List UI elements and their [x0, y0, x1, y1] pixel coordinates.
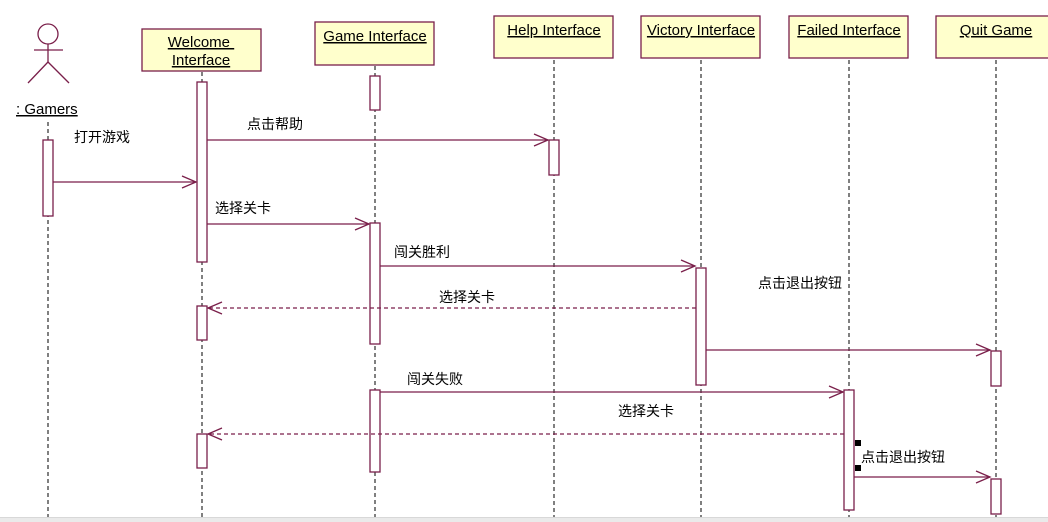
message-label: 选择关卡 — [215, 201, 271, 217]
message-level-failed[interactable]: 闯关失败 — [380, 372, 845, 399]
arrowhead-icon — [206, 301, 223, 315]
actor-head-icon — [37, 23, 59, 45]
object-box — [935, 15, 1048, 59]
message-open-game[interactable]: 打开游戏 — [53, 129, 198, 189]
object-failed[interactable]: Failed Interface — [788, 15, 909, 59]
object-game[interactable]: Game Interface — [314, 21, 435, 66]
selection-handle-icon[interactable] — [855, 440, 861, 446]
message-click-quit-1[interactable]: 点击退出按钮 — [706, 276, 992, 357]
arrowhead-icon — [533, 133, 550, 147]
actor-label: : Gamers — [16, 101, 78, 118]
message-return-select-level-1[interactable]: 选择关卡 — [206, 290, 696, 315]
activation-failed[interactable] — [843, 389, 855, 511]
horizontal-scrollbar[interactable] — [0, 517, 1048, 522]
object-label: Quit Game — [960, 22, 1033, 39]
message-label: 闯关胜利 — [394, 245, 450, 261]
activation-welcome-2[interactable] — [196, 305, 208, 341]
message-return-select-level-2[interactable]: 选择关卡 — [206, 404, 844, 441]
message-click-help[interactable]: 点击帮助 — [207, 117, 550, 147]
object-box — [493, 15, 614, 59]
arrowhead-icon — [206, 427, 223, 441]
message-label: 点击帮助 — [247, 117, 303, 133]
activation-quit-2[interactable] — [990, 478, 1002, 515]
object-box — [640, 15, 761, 59]
message-label: 点击退出按钮 — [861, 450, 945, 466]
message-label: 选择关卡 — [439, 290, 495, 306]
selection-handle-icon[interactable] — [855, 465, 861, 471]
message-label: 选择关卡 — [618, 404, 674, 420]
object-box — [141, 28, 262, 72]
object-label: Victory Interface — [647, 22, 755, 39]
object-label: Help Interface — [507, 22, 600, 39]
actor-right-leg-icon — [47, 61, 70, 84]
actor-gamers[interactable]: : Gamers — [16, 23, 78, 118]
object-label-line2: Interface — [172, 52, 230, 69]
message-click-quit-2[interactable]: 点击退出按钮 — [854, 440, 992, 484]
object-welcome[interactable]: Welcome Interface — [141, 28, 262, 72]
object-label: Failed Interface — [797, 22, 900, 39]
arrowhead-icon — [975, 343, 992, 357]
activation-gamers[interactable] — [42, 139, 54, 217]
actor-left-leg-icon — [27, 61, 49, 84]
arrowhead-icon — [975, 470, 992, 484]
message-label: 闯关失败 — [407, 372, 463, 388]
object-help[interactable]: Help Interface — [493, 15, 614, 59]
activation-help[interactable] — [548, 139, 560, 176]
activation-game-2[interactable] — [369, 222, 381, 345]
message-label: 点击退出按钮 — [758, 276, 842, 292]
activation-game-3[interactable] — [369, 389, 381, 473]
arrowhead-icon — [354, 217, 371, 231]
object-quit[interactable]: Quit Game — [935, 15, 1048, 59]
activation-quit-1[interactable] — [990, 350, 1002, 387]
object-box — [788, 15, 909, 59]
message-select-level-1[interactable]: 选择关卡 — [207, 201, 371, 231]
activations — [42, 75, 1002, 515]
message-level-victory[interactable]: 闯关胜利 — [380, 245, 697, 273]
activation-game-1[interactable] — [369, 75, 381, 111]
arrowhead-icon — [828, 385, 845, 399]
object-box — [314, 21, 435, 66]
arrowhead-icon — [181, 175, 198, 189]
activation-welcome-1[interactable] — [196, 81, 208, 263]
object-label: Game Interface — [323, 28, 426, 45]
object-label-line1: Welcome — [168, 34, 234, 51]
arrowhead-icon — [680, 259, 697, 273]
activation-welcome-3[interactable] — [196, 433, 208, 469]
message-label: 打开游戏 — [74, 129, 130, 146]
activation-victory[interactable] — [695, 267, 707, 386]
object-victory[interactable]: Victory Interface — [640, 15, 761, 59]
